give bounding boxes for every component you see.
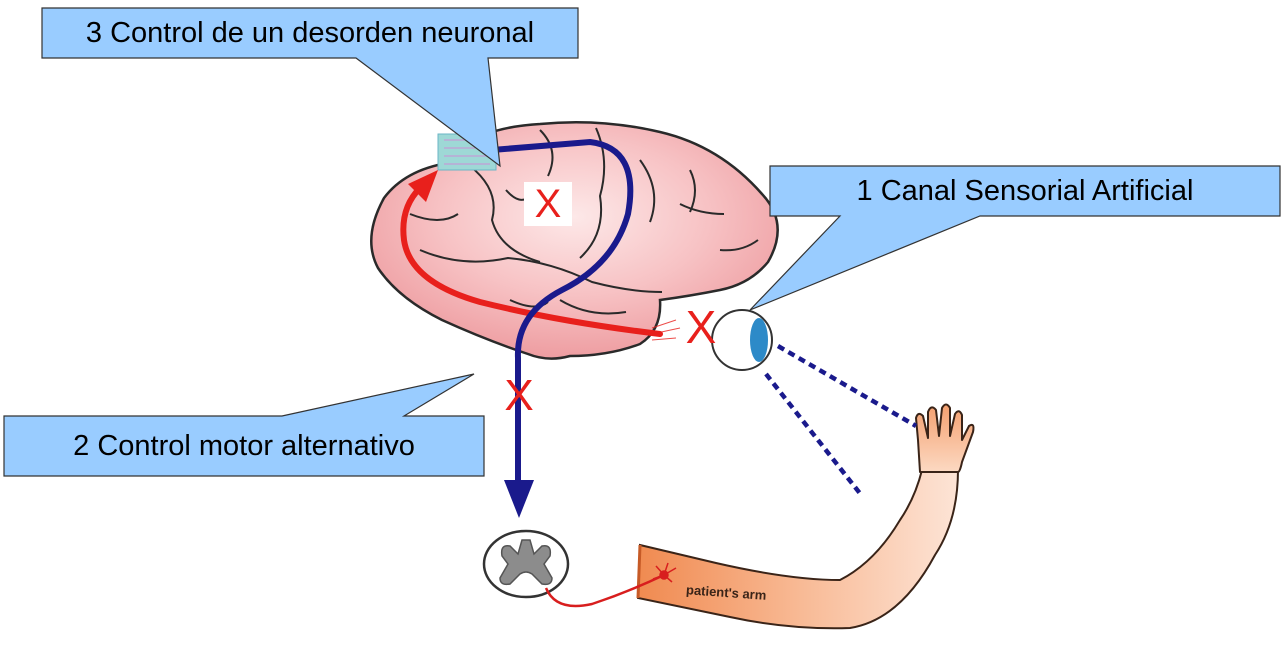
brain-block-mark: X (524, 182, 572, 226)
efferent-nerve (544, 573, 665, 608)
callout-motor-shape (3, 373, 485, 477)
spinal-cord-section (482, 529, 570, 599)
eye-block-mark: X (685, 301, 717, 353)
motor-arrowhead (504, 480, 534, 518)
patient-arm (636, 469, 960, 630)
patient-hand (915, 403, 975, 473)
eye (711, 309, 773, 371)
motor-pathway (491, 138, 634, 480)
callout-sensory-shape (749, 165, 1281, 311)
sensory-pathway (400, 185, 663, 337)
sensory-arrowhead (408, 170, 438, 202)
optic-nerve-fibers (651, 319, 681, 341)
vision-lines (764, 344, 918, 498)
spine-block-mark: X (504, 371, 534, 420)
callout-disorder-shape (41, 7, 579, 168)
